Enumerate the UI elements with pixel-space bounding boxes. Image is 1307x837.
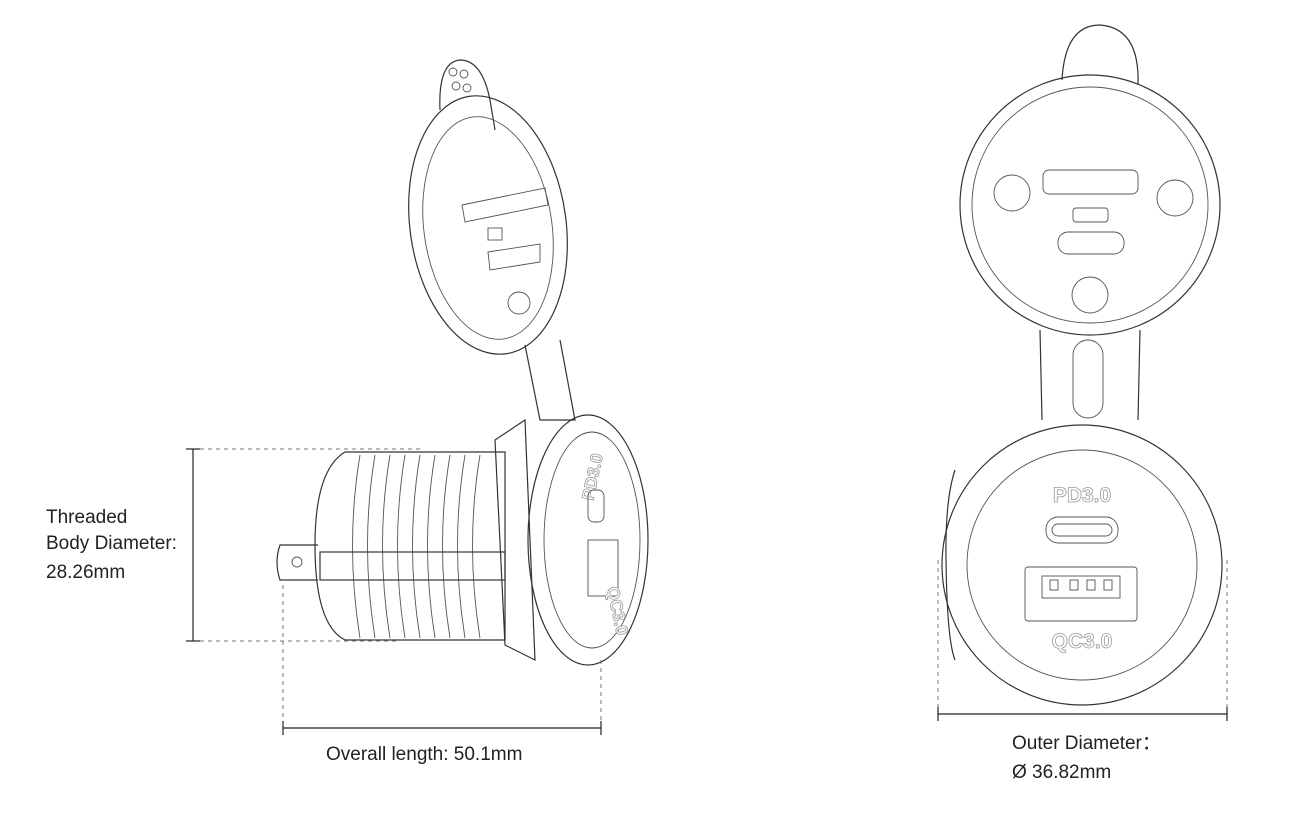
overall-length-label: Overall length: 50.1mm xyxy=(326,744,523,765)
terminal-tab xyxy=(276,544,318,581)
mounting-nut xyxy=(494,418,536,661)
threaded-diameter-value: 28.26mm xyxy=(46,562,126,583)
cap-pull-tab xyxy=(439,59,496,131)
usb-a-port xyxy=(587,539,619,597)
threaded-label-line2: Body Diameter: xyxy=(46,533,177,554)
cap-pull-tab-front xyxy=(1061,24,1139,86)
cap-strap-front xyxy=(1039,329,1141,421)
front-view-socket: PD3.0 QC3.0 xyxy=(941,24,1223,706)
usb-c-port xyxy=(587,489,605,523)
cap-strap xyxy=(524,339,576,421)
threaded-diameter-label: Threaded Body Diameter: 28.26mm xyxy=(46,505,177,586)
pd-label: PD3.0 xyxy=(578,452,606,502)
pd-label-front: PD3.0 xyxy=(1053,484,1111,507)
usb-c-port-front xyxy=(1045,516,1119,544)
threaded-body xyxy=(314,451,506,641)
threaded-label-line1: Threaded xyxy=(46,507,128,528)
qc-label: QC3.0 xyxy=(603,585,632,637)
outer-diameter-label: Outer Diameter： Ø 36.82mm xyxy=(1012,731,1161,786)
outer-diameter-title: Outer Diameter： xyxy=(1012,733,1161,754)
flange-face xyxy=(527,414,649,666)
front-view-dimensions xyxy=(937,560,1228,721)
qc-label-front: QC3.0 xyxy=(1052,630,1113,653)
outer-diameter-value: Ø 36.82mm xyxy=(1012,762,1112,783)
side-view-socket: PD3.0 QC3.0 xyxy=(276,59,649,666)
side-view-dimensions xyxy=(186,448,602,735)
dust-cap-front xyxy=(959,74,1221,336)
usb-a-port-front xyxy=(1024,566,1138,622)
dust-cap xyxy=(408,95,568,355)
flange-face-front xyxy=(941,424,1223,706)
